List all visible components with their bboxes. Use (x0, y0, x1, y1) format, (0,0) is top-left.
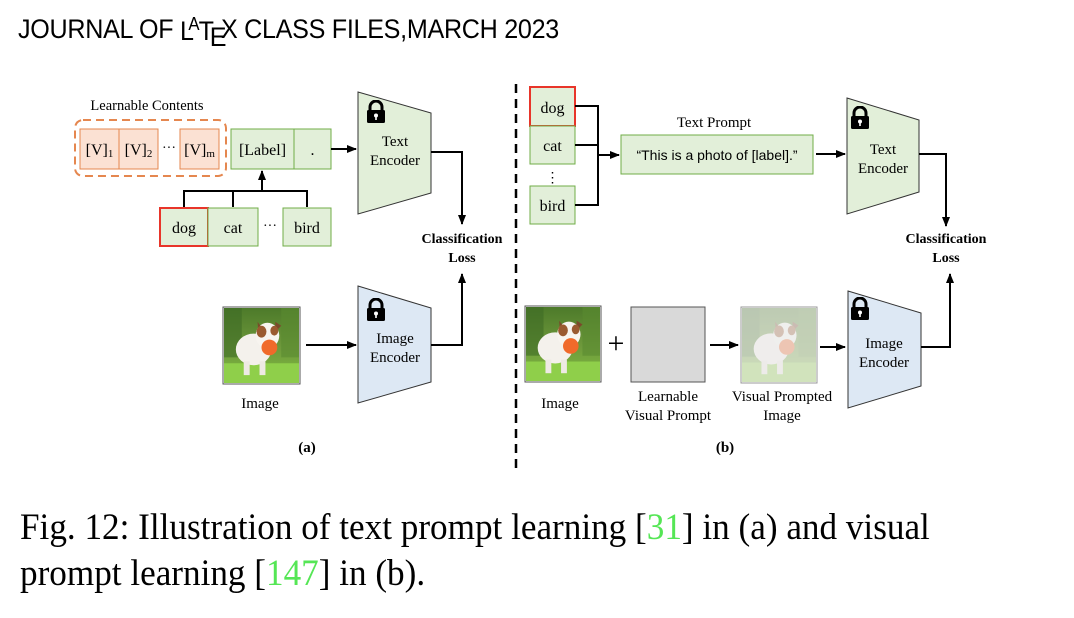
arrow-text-to-loss (431, 151, 466, 225)
dot-token: . (293, 128, 332, 170)
encoder-label: Encoder (859, 355, 909, 371)
label-token: [Label] (230, 128, 295, 170)
text-encoder-a: Text Encoder (357, 91, 432, 215)
image-label: Image (241, 396, 279, 412)
figure-diagram: Learnable Contents [V]1 [V]2 ··· [V]m [L… (74, 84, 987, 468)
text-prompt-text: “This is a photo of [label].” (636, 147, 797, 163)
token-label: [V] (184, 142, 206, 159)
class-box-cat: cat (529, 125, 576, 165)
encoder-label: Encoder (370, 350, 420, 366)
class-label: bird (294, 220, 320, 237)
label-token-text: [Label] (239, 142, 286, 159)
encoder-label: Image (376, 331, 414, 347)
loss-label: Loss (932, 251, 960, 266)
class-label: bird (540, 198, 566, 215)
token-subscript: 1 (108, 148, 114, 160)
dog-image-b (524, 305, 602, 383)
class-label: dog (172, 220, 196, 237)
class-box-dog: dog (159, 207, 209, 247)
caption-text: Fig. 12: Illustration of text prompt lea… (20, 507, 647, 548)
text-encoder-b: Text Encoder (846, 97, 920, 215)
learnable-contents-title: Learnable Contents (90, 98, 203, 114)
dot-token-text: . (311, 142, 315, 159)
class-label: cat (543, 138, 562, 155)
prompted-image-label: Visual Prompted (732, 389, 833, 405)
learnable-contents-group (74, 119, 227, 177)
token-subscript: 2 (147, 148, 153, 160)
caption-text: ] in (b). (318, 553, 426, 594)
figure-caption: Fig. 12: Illustration of text prompt lea… (20, 505, 1008, 597)
latex-x: X (220, 14, 238, 44)
visual-prompt-label: Visual Prompt (625, 408, 712, 424)
class-ellipsis: ··· (263, 219, 277, 234)
encoder-label: Text (870, 142, 897, 158)
loss-label: Classification (422, 232, 503, 247)
caption-text: ] in (a) and visual prompt learning [ (20, 507, 930, 594)
panel-b: dog cat ⋮ bird Text Prompt “This is a ph… (524, 86, 987, 456)
plus-sign: + (608, 327, 625, 360)
header-prefix: JOURNAL OF (18, 14, 181, 44)
class-vdots: ⋮ (546, 171, 560, 186)
loss-label: Loss (448, 251, 476, 266)
dog-image-a (222, 306, 301, 385)
visual-prompted-image (740, 306, 818, 384)
prompted-image-label: Image (763, 408, 801, 424)
token-label: [V] (125, 142, 147, 159)
text-prompt-title: Text Prompt (677, 115, 752, 131)
arrow-image-to-loss (921, 273, 954, 348)
encoder-label: Encoder (858, 161, 908, 177)
class-connector (575, 105, 620, 206)
header-suffix: CLASS FILES,MARCH 2023 (237, 14, 559, 44)
learnable-token: [V]2 (118, 128, 159, 170)
token-subscript: m (206, 148, 215, 160)
image-encoder-b: Image Encoder (847, 290, 922, 409)
encoder-label: Image (865, 336, 903, 352)
learnable-token: [V]m (179, 128, 220, 170)
class-label: dog (541, 100, 565, 117)
image-encoder-a: Image Encoder (357, 285, 432, 404)
arrow-image-to-loss (431, 273, 466, 346)
image-label: Image (541, 396, 579, 412)
class-box-bird: bird (282, 207, 332, 247)
latex-t: T (198, 16, 214, 46)
citation-link[interactable]: 31 (646, 507, 682, 548)
text-prompt-box: “This is a photo of [label].” (620, 134, 814, 175)
arrow-text-to-loss (919, 153, 950, 227)
class-tree-connector (183, 170, 308, 207)
encoder-label: Encoder (370, 153, 420, 169)
class-box-cat: cat (207, 207, 259, 247)
token-label: [V] (86, 142, 108, 159)
visual-prompt-label: Learnable (638, 389, 698, 405)
panel-a: Learnable Contents [V]1 [V]2 ··· [V]m [L… (74, 91, 503, 456)
latex-e: E (209, 22, 227, 52)
svg-text:[V]1: [V]1 (86, 142, 114, 160)
learnable-visual-prompt (630, 306, 706, 383)
loss-label: Classification (906, 232, 987, 247)
latex-l: L (180, 16, 194, 46)
panel-label-a: (a) (298, 440, 316, 456)
panel-label-b: (b) (716, 440, 734, 456)
svg-text:[V]m: [V]m (184, 142, 215, 160)
citation-link[interactable]: 147 (265, 553, 319, 594)
class-box-bird: bird (529, 185, 576, 225)
svg-text:[V]2: [V]2 (125, 142, 153, 160)
learnable-token: [V]1 (79, 128, 120, 170)
encoder-label: Text (382, 134, 409, 150)
latex-a: A (188, 14, 200, 34)
class-box-dog: dog (529, 86, 576, 127)
class-label: cat (224, 220, 243, 237)
token-ellipsis: ··· (162, 141, 176, 156)
